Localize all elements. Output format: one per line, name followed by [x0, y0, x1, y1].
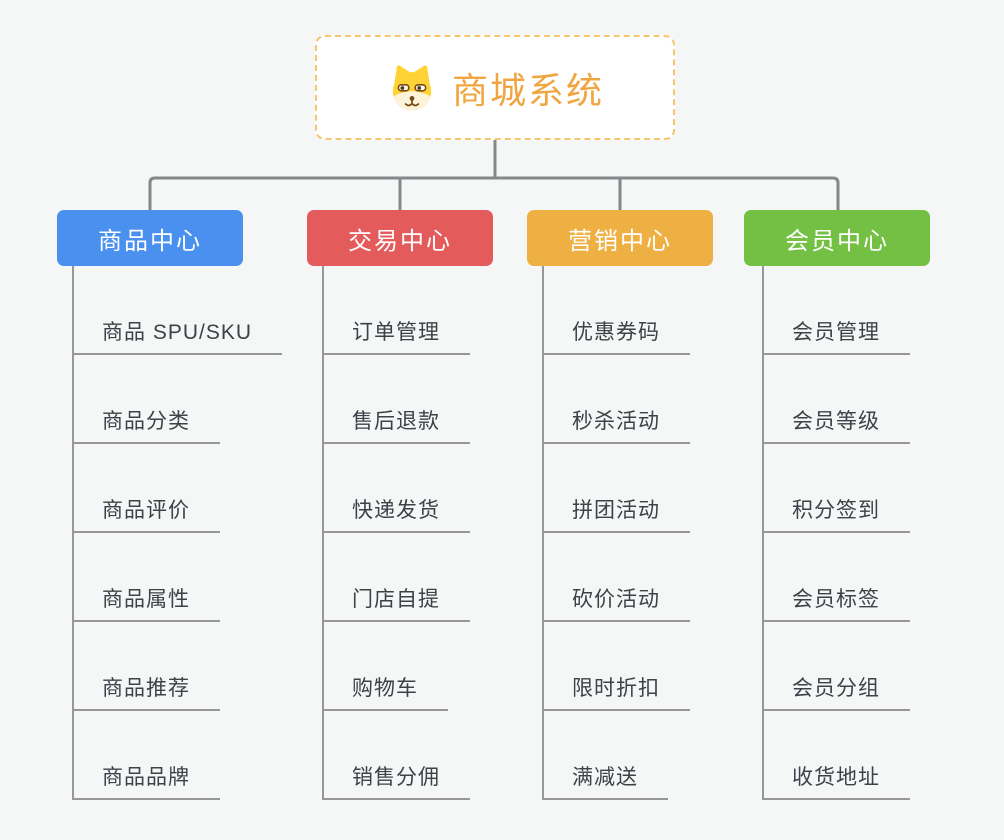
- child-node-label: 售后退款: [352, 410, 440, 433]
- child-node-label: 砍价活动: [572, 588, 660, 611]
- branch-label: 商品中心: [98, 227, 202, 255]
- child-node[interactable]: 优惠券码: [544, 266, 690, 355]
- child-node-label: 订单管理: [352, 321, 440, 344]
- child-node-label: 收货地址: [792, 766, 880, 789]
- child-node[interactable]: 会员管理: [764, 266, 910, 355]
- child-node-label: 商品属性: [102, 588, 190, 611]
- branch-label: 会员中心: [785, 227, 889, 255]
- child-node[interactable]: 商品分类: [74, 355, 220, 444]
- child-node-label: 门店自提: [352, 588, 440, 611]
- child-node[interactable]: 会员等级: [764, 355, 910, 444]
- child-node-label: 商品推荐: [102, 677, 190, 700]
- child-node-label: 会员分组: [792, 677, 880, 700]
- dog-face-icon: [392, 64, 432, 110]
- child-node-label: 商品品牌: [102, 766, 190, 789]
- child-node-label: 销售分佣: [352, 766, 440, 789]
- child-node[interactable]: 秒杀活动: [544, 355, 690, 444]
- child-node[interactable]: 商品推荐: [74, 622, 220, 711]
- child-node[interactable]: 会员标签: [764, 533, 910, 622]
- child-node[interactable]: 砍价活动: [544, 533, 690, 622]
- child-node[interactable]: 售后退款: [324, 355, 470, 444]
- root-node-title: 商城系统: [451, 69, 604, 111]
- branch-node-product-center[interactable]: 商品中心: [57, 210, 243, 266]
- child-node[interactable]: 拼团活动: [544, 444, 690, 533]
- child-node-label: 限时折扣: [572, 677, 660, 700]
- child-node[interactable]: 商品属性: [74, 533, 220, 622]
- child-node-label: 优惠券码: [572, 321, 660, 344]
- child-node[interactable]: 快递发货: [324, 444, 470, 533]
- branch-children-marketing-center: 优惠券码 秒杀活动 拼团活动 砍价活动 限时折扣 满减送: [542, 266, 690, 800]
- child-node-label: 购物车: [352, 677, 418, 700]
- child-node-label: 秒杀活动: [572, 410, 660, 433]
- child-node-label: 会员管理: [792, 321, 880, 344]
- child-node-label: 快递发货: [352, 499, 440, 522]
- branch-node-member-center[interactable]: 会员中心: [744, 210, 930, 266]
- child-node[interactable]: 商品评价: [74, 444, 220, 533]
- child-node[interactable]: 销售分佣: [324, 711, 470, 800]
- child-node-label: 商品分类: [102, 410, 190, 433]
- child-node-label: 会员标签: [792, 588, 880, 611]
- child-node-label: 满减送: [572, 766, 638, 789]
- root-node[interactable]: 商城系统: [315, 35, 675, 140]
- child-node[interactable]: 满减送: [544, 711, 668, 800]
- child-node[interactable]: 积分签到: [764, 444, 910, 533]
- child-node[interactable]: 订单管理: [324, 266, 470, 355]
- child-node-label: 拼团活动: [572, 499, 660, 522]
- branch-label: 营销中心: [568, 227, 672, 255]
- child-node[interactable]: 会员分组: [764, 622, 910, 711]
- branch-node-marketing-center[interactable]: 营销中心: [527, 210, 713, 266]
- child-node-label: 商品评价: [102, 499, 190, 522]
- branch-node-trade-center[interactable]: 交易中心: [307, 210, 493, 266]
- child-node[interactable]: 门店自提: [324, 533, 470, 622]
- branch-children-member-center: 会员管理 会员等级 积分签到 会员标签 会员分组 收货地址: [762, 266, 910, 800]
- branch-label: 交易中心: [348, 227, 452, 255]
- branch-children-product-center: 商品 SPU/SKU 商品分类 商品评价 商品属性 商品推荐 商品品牌: [72, 266, 283, 800]
- child-node-label: 积分签到: [792, 499, 880, 522]
- child-node-label: 会员等级: [792, 410, 880, 433]
- child-node[interactable]: 限时折扣: [544, 622, 690, 711]
- child-node[interactable]: 购物车: [324, 622, 448, 711]
- branch-children-trade-center: 订单管理 售后退款 快递发货 门店自提 购物车 销售分佣: [322, 266, 470, 800]
- child-node[interactable]: 商品品牌: [74, 711, 220, 800]
- child-node[interactable]: 商品 SPU/SKU: [74, 266, 283, 355]
- child-node-label: 商品 SPU/SKU: [102, 321, 253, 344]
- child-node[interactable]: 收货地址: [764, 711, 910, 800]
